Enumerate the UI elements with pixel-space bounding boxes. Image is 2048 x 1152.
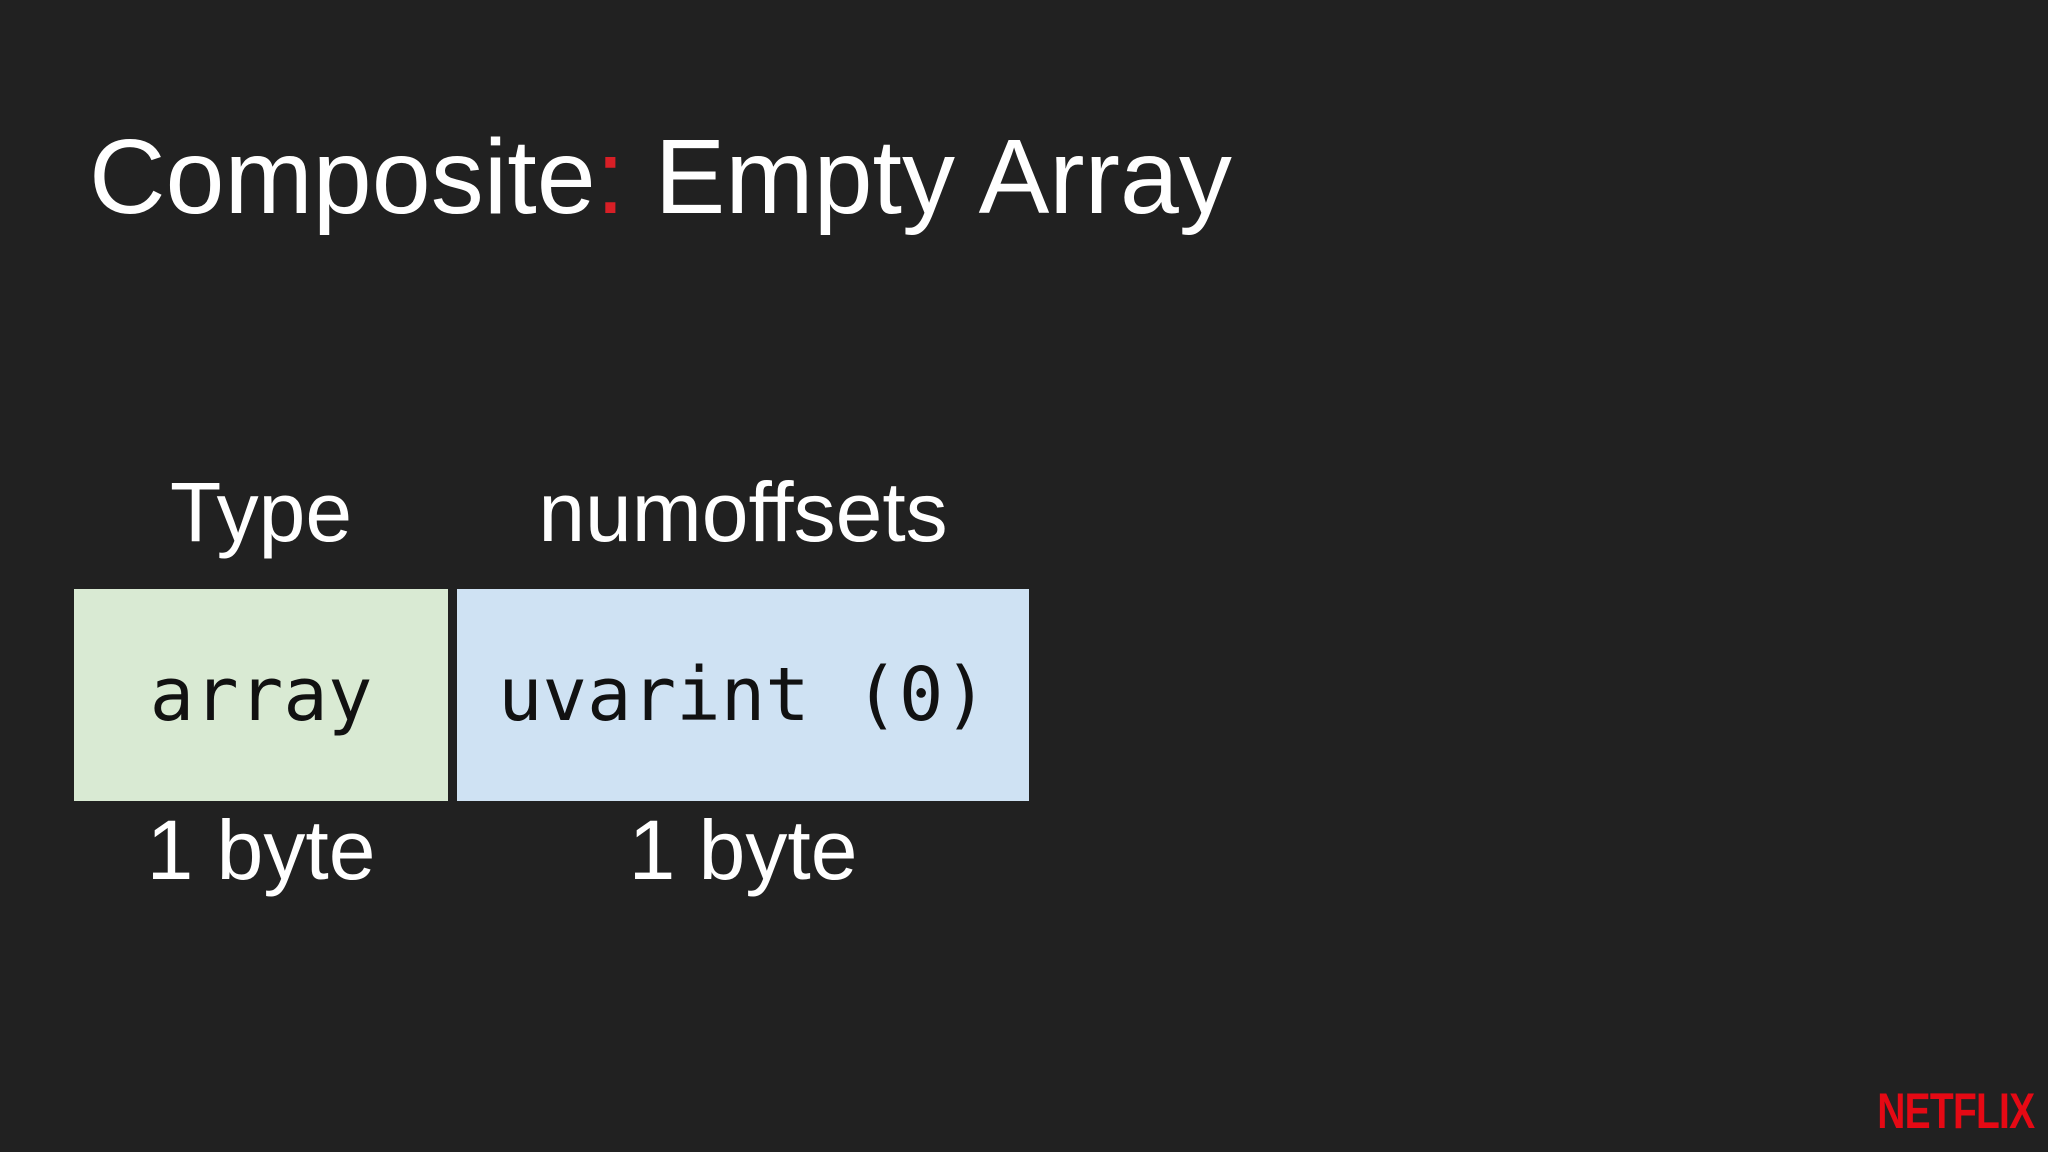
numoffsets-field-size: 1 byte: [628, 803, 858, 897]
title-separator: :: [595, 118, 626, 236]
title-main: Composite: [89, 118, 596, 236]
type-field-size: 1 byte: [146, 803, 376, 897]
type-field-label: Type: [169, 465, 353, 559]
type-field-box: array: [74, 589, 448, 801]
title-rest: Empty Array: [625, 118, 1232, 236]
slide-title: Composite: Empty Array: [89, 124, 1232, 230]
numoffsets-field-label: numoffsets: [538, 465, 948, 559]
netflix-logo: NETFLIX: [1876, 1083, 2035, 1139]
byte-layout-diagram: Type numoffsets array uvarint (0) 1 byte…: [74, 470, 1029, 910]
type-field-value: array: [149, 652, 373, 738]
numoffsets-field-box: uvarint (0): [457, 589, 1029, 801]
numoffsets-field-value: uvarint (0): [497, 652, 989, 738]
